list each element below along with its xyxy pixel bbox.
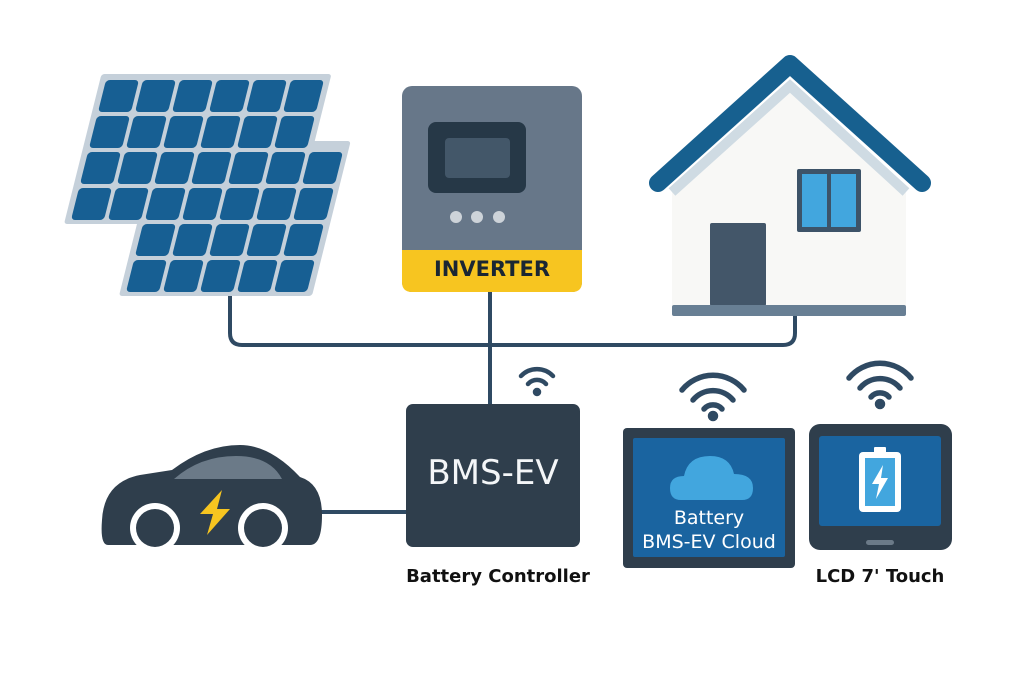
solar-cell bbox=[200, 116, 241, 148]
solar-cell bbox=[98, 80, 139, 112]
wifi-icon bbox=[846, 360, 914, 410]
solar-cell bbox=[145, 188, 186, 220]
solar-cell bbox=[163, 260, 204, 292]
solar-cell bbox=[265, 152, 306, 184]
solar-cell bbox=[154, 152, 195, 184]
cloud-line1: Battery bbox=[673, 507, 745, 529]
solar-cell bbox=[283, 224, 324, 256]
bms-caption: Battery Controller bbox=[406, 566, 590, 587]
solar-cell bbox=[283, 80, 324, 112]
inverter-icon bbox=[402, 86, 582, 292]
solar-cell bbox=[209, 224, 250, 256]
solar-cell bbox=[172, 224, 213, 256]
bms-box bbox=[406, 404, 580, 547]
solar-cell bbox=[117, 152, 158, 184]
solar-cell bbox=[246, 80, 287, 112]
solar-cell bbox=[71, 188, 112, 220]
cloud-device bbox=[623, 428, 795, 568]
solar-cell bbox=[228, 152, 269, 184]
cloud-icon bbox=[670, 456, 753, 500]
lightning-icon bbox=[200, 490, 230, 535]
solar-cell bbox=[172, 80, 213, 112]
solar-cell bbox=[182, 188, 223, 220]
connection-lines bbox=[228, 290, 797, 514]
solar-cell bbox=[89, 116, 130, 148]
solar-cell bbox=[135, 80, 176, 112]
solar-cell bbox=[274, 260, 315, 292]
touch-caption: LCD 7' Touch bbox=[815, 566, 945, 587]
solar-cell bbox=[200, 260, 241, 292]
solar-cell bbox=[135, 224, 176, 256]
solar-cell bbox=[191, 152, 232, 184]
wifi-icon bbox=[518, 366, 556, 397]
solar-cell bbox=[163, 116, 204, 148]
solar-cell bbox=[80, 152, 121, 184]
house-icon bbox=[649, 55, 931, 316]
solar-cell bbox=[246, 224, 287, 256]
solar-cell bbox=[256, 188, 297, 220]
wifi-icon bbox=[679, 372, 747, 422]
touch-tablet bbox=[809, 424, 952, 550]
solar-cell bbox=[209, 80, 250, 112]
solar-cell bbox=[274, 116, 315, 148]
solar-panel-icon bbox=[64, 74, 351, 296]
solar-house-line bbox=[228, 290, 797, 347]
bms-label: BMS-EV bbox=[427, 453, 559, 493]
solar-cell bbox=[237, 116, 278, 148]
car-icon bbox=[101, 445, 322, 553]
inverter-label: INVERTER bbox=[433, 257, 551, 281]
solar-cell bbox=[126, 116, 167, 148]
battery-icon bbox=[859, 447, 901, 512]
solar-cell bbox=[302, 152, 343, 184]
solar-cell bbox=[108, 188, 149, 220]
cloud-line2: BMS-EV Cloud bbox=[642, 531, 776, 553]
solar-cell bbox=[237, 260, 278, 292]
lightning-icon bbox=[872, 465, 888, 499]
solar-cell bbox=[219, 188, 260, 220]
solar-cell bbox=[126, 260, 167, 292]
solar-cell bbox=[293, 188, 334, 220]
